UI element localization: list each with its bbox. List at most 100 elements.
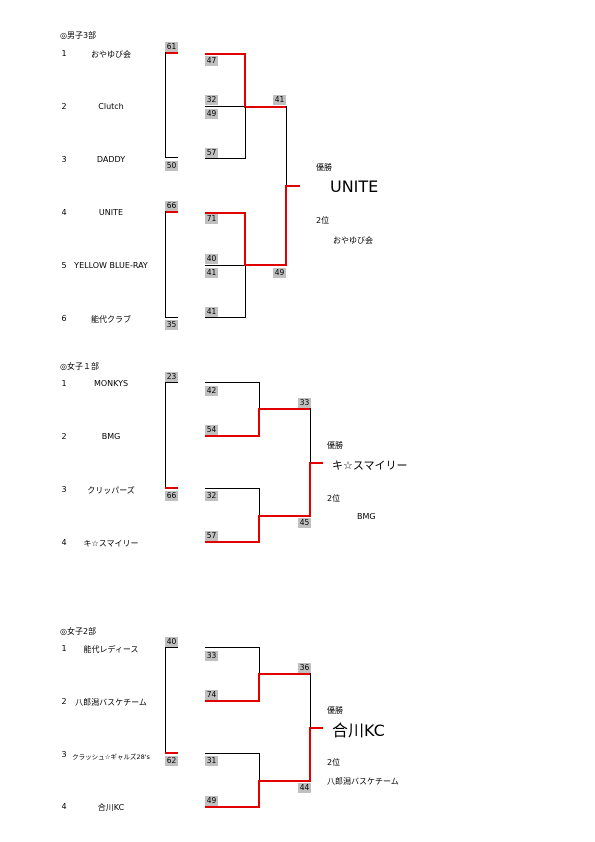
bracket-line-winner — [165, 52, 178, 54]
bracket-line-winner — [244, 212, 246, 266]
bracket-line-winner — [309, 462, 311, 517]
runner-up-label: 2位 — [316, 216, 330, 225]
seed-number: 2 — [61, 432, 67, 441]
bracket-line-winner — [165, 487, 178, 489]
seed-number: 2 — [61, 102, 67, 111]
bracket-line-winner — [205, 212, 245, 214]
bracket-line — [259, 382, 260, 409]
runner-up-label: 2位 — [327, 494, 341, 503]
bracket-line-winner — [258, 515, 260, 542]
seed-number: 1 — [61, 49, 67, 58]
team-name: おやゆび会 — [91, 50, 131, 59]
bracket-line — [165, 647, 166, 753]
score-box: 36 — [298, 663, 311, 673]
runner-up-name: BMG — [357, 512, 376, 521]
team-name: 能代クラブ — [91, 315, 131, 324]
score-box: 44 — [298, 783, 311, 793]
team-name: 合川KC — [97, 803, 125, 812]
bracket-line-winner — [244, 53, 246, 107]
score-box: 23 — [165, 372, 178, 382]
score-box: 47 — [205, 56, 218, 66]
seed-number: 3 — [61, 485, 67, 494]
bracket-line — [205, 753, 260, 754]
champion-name: 合川KC — [332, 721, 385, 740]
team-name: 能代レディース — [83, 645, 139, 654]
bracket-line — [205, 106, 245, 107]
bracket-line-winner — [205, 541, 260, 543]
bracket-line — [205, 265, 245, 266]
team-name: DADDY — [96, 155, 126, 164]
seed-number: 4 — [61, 208, 67, 217]
bracket-line — [259, 647, 260, 674]
bracket-line — [259, 488, 260, 516]
score-box: 71 — [205, 214, 218, 224]
bracket-line-winner — [258, 408, 310, 410]
bracket-line — [165, 382, 166, 488]
runner-up-name: おやゆび会 — [333, 236, 373, 245]
bracket-line-winner — [309, 727, 311, 782]
team-name: BMG — [101, 432, 121, 441]
bracket-line-winner — [285, 185, 287, 266]
runner-up-name: 八郎潟バスケチーム — [327, 777, 399, 786]
bracket-line — [165, 382, 178, 383]
bracket-line-winner — [205, 435, 260, 437]
score-box: 40 — [165, 637, 178, 647]
score-box: 49 — [205, 796, 218, 806]
bracket-line-winner — [205, 806, 260, 808]
bracket-line — [165, 157, 178, 158]
bracket-line-winner — [258, 780, 310, 782]
score-box: 32 — [205, 491, 218, 501]
bracket-line — [310, 673, 311, 728]
score-box: 61 — [165, 42, 178, 52]
team-name: Clutch — [98, 102, 124, 111]
seed-number: 5 — [61, 261, 67, 270]
score-box: 62 — [165, 756, 178, 766]
champion-name: UNITE — [330, 177, 379, 196]
seed-number: 1 — [61, 644, 67, 653]
champion-label: 優勝 — [327, 441, 343, 450]
score-box: 33 — [205, 651, 218, 661]
team-name: クラッシュ☆ギャルズ28's — [72, 753, 150, 761]
bracket-line — [205, 382, 260, 383]
team-name: キ☆スマイリー — [83, 539, 139, 548]
score-box: 40 — [205, 254, 218, 264]
bracket-line-winner — [258, 673, 310, 675]
score-box: 32 — [205, 95, 218, 105]
champion-label: 優勝 — [316, 163, 332, 172]
bracket-line — [286, 106, 287, 186]
bracket-line — [245, 266, 246, 318]
score-box: 66 — [165, 491, 178, 501]
score-box: 57 — [205, 531, 218, 541]
seed-number: 3 — [61, 750, 67, 759]
score-box: 35 — [165, 320, 178, 330]
seed-number: 1 — [61, 379, 67, 388]
score-box: 50 — [165, 161, 178, 171]
bracket-line — [310, 408, 311, 463]
bracket-line — [165, 211, 166, 318]
team-name: YELLOW BLUE-RAY — [74, 261, 148, 270]
score-box: 41 — [205, 268, 218, 278]
score-box: 66 — [165, 201, 178, 211]
bracket-line-winner — [309, 462, 323, 464]
champion-label: 優勝 — [327, 706, 343, 715]
bracket-line — [205, 488, 260, 489]
section-title: ◎女子１部 — [60, 362, 99, 371]
seed-number: 4 — [61, 538, 67, 547]
bracket-line-winner — [285, 185, 300, 187]
runner-up-label: 2位 — [327, 758, 341, 767]
bracket-line-winner — [258, 515, 310, 517]
team-name: UNITE — [98, 208, 124, 217]
score-box: 45 — [298, 518, 311, 528]
score-box: 57 — [205, 148, 218, 158]
bracket-line-winner — [165, 211, 178, 213]
seed-number: 4 — [61, 802, 67, 811]
bracket-line-winner — [258, 408, 260, 436]
bracket-line — [165, 647, 178, 648]
section-title: ◎男子3部 — [60, 31, 97, 40]
score-box: 49 — [273, 268, 286, 278]
bracket-line — [245, 107, 246, 159]
bracket-line-winner — [165, 752, 178, 754]
champion-name: キ☆スマイリー — [332, 459, 408, 472]
bracket-line-winner — [309, 727, 323, 729]
score-box: 33 — [298, 398, 311, 408]
